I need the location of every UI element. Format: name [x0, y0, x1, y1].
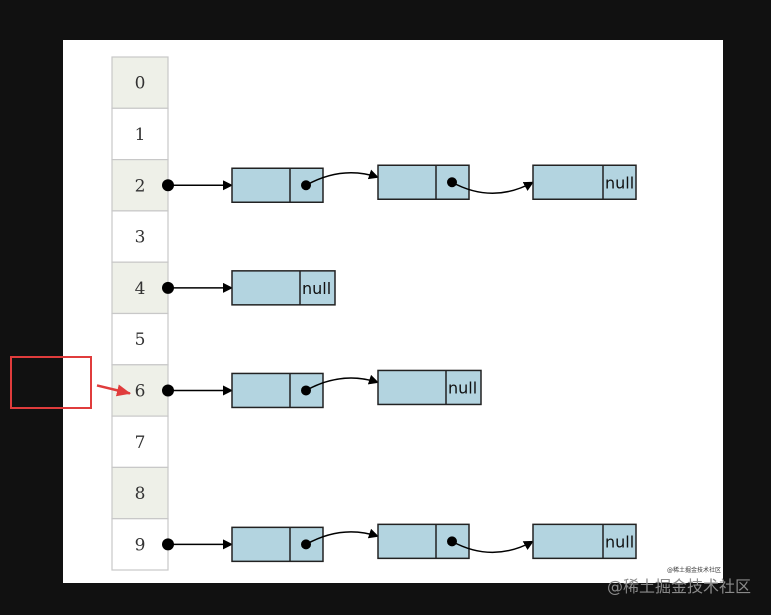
- next-pointer-arrow: [451, 540, 534, 554]
- null-label: null: [605, 532, 634, 551]
- next-pointer-arrow: [305, 528, 379, 546]
- bucket-array: 0 1 2 3 4 5 6 7 8 9: [111, 56, 169, 571]
- highlight-arrow: [96, 384, 131, 397]
- null-label: null: [302, 279, 331, 298]
- chain-bucket-4: null: [162, 270, 336, 306]
- bucket-index-label: 9: [135, 535, 146, 555]
- watermark-group: @稀土掘金技术社区 @稀土掘金技术社区: [607, 566, 751, 596]
- bucket-index-label: 0: [135, 74, 146, 94]
- bucket-cell-8: 8: [111, 466, 169, 520]
- next-pointer-arrow: [451, 181, 534, 194]
- node-box: [377, 369, 482, 406]
- bucket-cell-3: 3: [111, 210, 169, 263]
- chain-bucket-6: null: [162, 369, 482, 409]
- node-box: [532, 523, 637, 560]
- bucket-cell-box: [111, 107, 169, 161]
- bucket-cell-box: [111, 56, 169, 109]
- null-label: null: [448, 378, 477, 397]
- bucket-cell-box: [111, 159, 169, 212]
- list-node: [231, 167, 379, 203]
- bucket-cell-2: 2: [111, 159, 169, 212]
- list-node: [231, 372, 379, 409]
- node-box: [377, 523, 470, 560]
- watermark-small: @稀土掘金技术社区: [667, 566, 721, 574]
- bucket-index-label: 4: [135, 279, 146, 299]
- list-node-tail: null: [532, 164, 637, 200]
- diagram-canvas: [63, 40, 723, 583]
- highlight-annotation: [10, 356, 131, 409]
- null-label: null: [605, 173, 634, 192]
- bucket-index-label: 5: [135, 330, 146, 350]
- bucket-cell-7: 7: [111, 415, 169, 469]
- bucket-cell-5: 5: [111, 312, 169, 366]
- bucket-index-label: 7: [135, 433, 146, 453]
- highlight-box: [10, 356, 92, 409]
- bucket-cell-1: 1: [111, 107, 169, 161]
- bucket-cell-0: 0: [111, 56, 169, 109]
- bucket-cell-box: [111, 466, 169, 520]
- bucket-cell-9: 9: [111, 518, 169, 571]
- bucket-index-label: 3: [135, 228, 146, 248]
- bucket-index-label: 8: [135, 484, 146, 504]
- bucket-index-label: 6: [135, 381, 146, 401]
- chain-bucket-2: null: [162, 164, 637, 203]
- next-pointer-arrow: [305, 374, 379, 392]
- linked-lists: null null null null: [162, 164, 637, 563]
- list-node: [377, 523, 534, 560]
- bucket-index-label: 1: [135, 125, 146, 145]
- node-box: [231, 526, 324, 563]
- list-node: [231, 526, 379, 563]
- bucket-cell-4: 4: [111, 261, 169, 315]
- list-node-tail: null: [231, 270, 336, 306]
- bucket-index-label: 2: [135, 176, 146, 196]
- list-node-tail: null: [532, 523, 637, 560]
- list-node-tail: null: [377, 369, 482, 406]
- chain-bucket-9: null: [162, 523, 637, 563]
- next-pointer-arrow: [305, 169, 379, 186]
- node-box: [231, 270, 336, 306]
- list-node: [377, 164, 534, 200]
- watermark: @稀土掘金技术社区: [607, 577, 751, 596]
- node-box: [532, 164, 637, 200]
